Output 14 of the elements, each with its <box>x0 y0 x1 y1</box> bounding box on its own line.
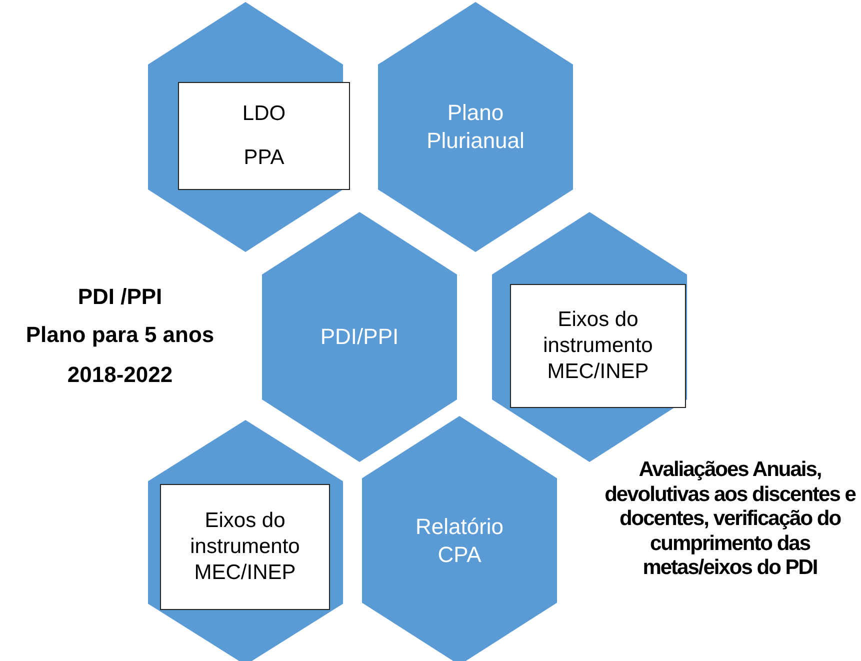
hexagon-label: PDI/PPI <box>319 323 400 351</box>
note-text: Plano para 5 anos <box>24 321 216 349</box>
note-text: PDI /PPI <box>76 283 164 311</box>
note-text: 2018-2022 <box>66 361 174 389</box>
hexagon-label: Plano Plurianual <box>426 99 526 155</box>
hexagon-label: Relatório CPA <box>414 512 505 568</box>
text-box <box>510 284 686 408</box>
note-text: Avaliaçãoes Anuais, devolutivas aos discentes e docentes, verificação do cumprimento das metas/eixos do PDI <box>604 458 856 580</box>
box-text: LDO <box>242 101 286 127</box>
box-text: PPA <box>244 145 284 171</box>
text-box <box>160 484 330 610</box>
text-box <box>178 82 350 190</box>
box-text: Eixos do instrumento MEC/INEP <box>189 508 301 586</box>
box-text: Eixos do instrumento MEC/INEP <box>542 307 654 385</box>
